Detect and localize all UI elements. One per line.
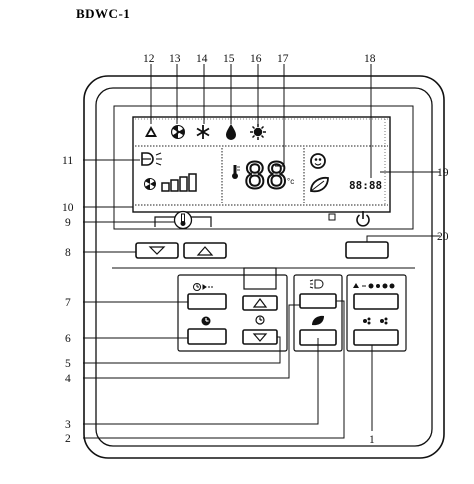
callout-13: 13: [169, 53, 181, 65]
temp-down-button[interactable]: [135, 242, 179, 259]
callout-7: 7: [65, 297, 71, 309]
callout-11: 11: [62, 155, 73, 167]
callout-8: 8: [65, 247, 71, 259]
leader-lines: [83, 64, 440, 439]
indicator-light: [328, 213, 336, 221]
timer-icon: [255, 315, 265, 325]
callout-20: 20: [437, 231, 449, 243]
clock-button[interactable]: [187, 328, 227, 345]
person-icon: [310, 153, 326, 169]
model-label: BDWC-1: [76, 6, 131, 21]
timer-button[interactable]: [187, 293, 227, 310]
swing-icon: [309, 279, 324, 289]
fan-speed-bars: [161, 173, 197, 192]
snowflake-icon: [196, 125, 210, 139]
callout-6: 6: [65, 333, 71, 345]
fan-speed-fan-icon: [144, 178, 156, 190]
time-down-button[interactable]: [242, 329, 278, 345]
callout-5: 5: [65, 358, 71, 370]
callout-14: 14: [196, 53, 208, 65]
callout-2: 2: [65, 433, 71, 445]
on-off-button[interactable]: [345, 241, 389, 259]
mode-button[interactable]: [353, 293, 399, 310]
timer-on-icon: [193, 283, 213, 291]
callout-18: 18: [364, 53, 376, 65]
callout-9: 9: [65, 217, 71, 229]
room-sensor-icon: [173, 210, 193, 230]
mode-icons: [353, 283, 395, 289]
leaf-icon: [310, 176, 329, 193]
controller-outer-frame: [83, 75, 445, 459]
timer-button-group: [177, 274, 288, 352]
lcd-screen: [132, 116, 391, 213]
water-drop-icon: [226, 124, 236, 140]
callout-15: 15: [223, 53, 235, 65]
timer-digits: 88:88: [349, 179, 382, 192]
callout-19: 19: [437, 167, 449, 179]
lcd-bezel: [113, 105, 414, 230]
fan-speed-button[interactable]: [353, 329, 399, 346]
callout-16: 16: [250, 53, 262, 65]
mode-fan-group: [346, 274, 407, 352]
callout-12: 12: [143, 53, 155, 65]
temperature-digits: 88: [244, 156, 287, 197]
louver-swing-icon: [141, 152, 162, 166]
temperature-unit: °c: [287, 177, 294, 186]
fan-icon: [171, 125, 185, 139]
temp-up-button[interactable]: [183, 242, 227, 259]
callout-4: 4: [65, 373, 71, 385]
controller-inner-frame: [95, 87, 433, 447]
thermometer-icon: [232, 165, 240, 179]
time-up-button[interactable]: [242, 295, 278, 311]
power-icon: [356, 211, 370, 227]
swing-button[interactable]: [299, 293, 337, 309]
callout-3: 3: [65, 419, 71, 431]
callout-10: 10: [62, 202, 74, 214]
callout-1: 1: [369, 434, 375, 446]
fan-speed-icons: [363, 317, 388, 325]
cover-tab: [243, 267, 277, 290]
eco-leaf-icon: [312, 315, 324, 326]
clock-icon: [201, 316, 211, 326]
recycle-icon: [145, 126, 157, 137]
sun-icon: [250, 124, 266, 140]
callout-17: 17: [277, 53, 289, 65]
callout-numbers: 12 13 14 15 16 17 18 11 10 9 8 7 6 5 4 3…: [62, 53, 449, 446]
